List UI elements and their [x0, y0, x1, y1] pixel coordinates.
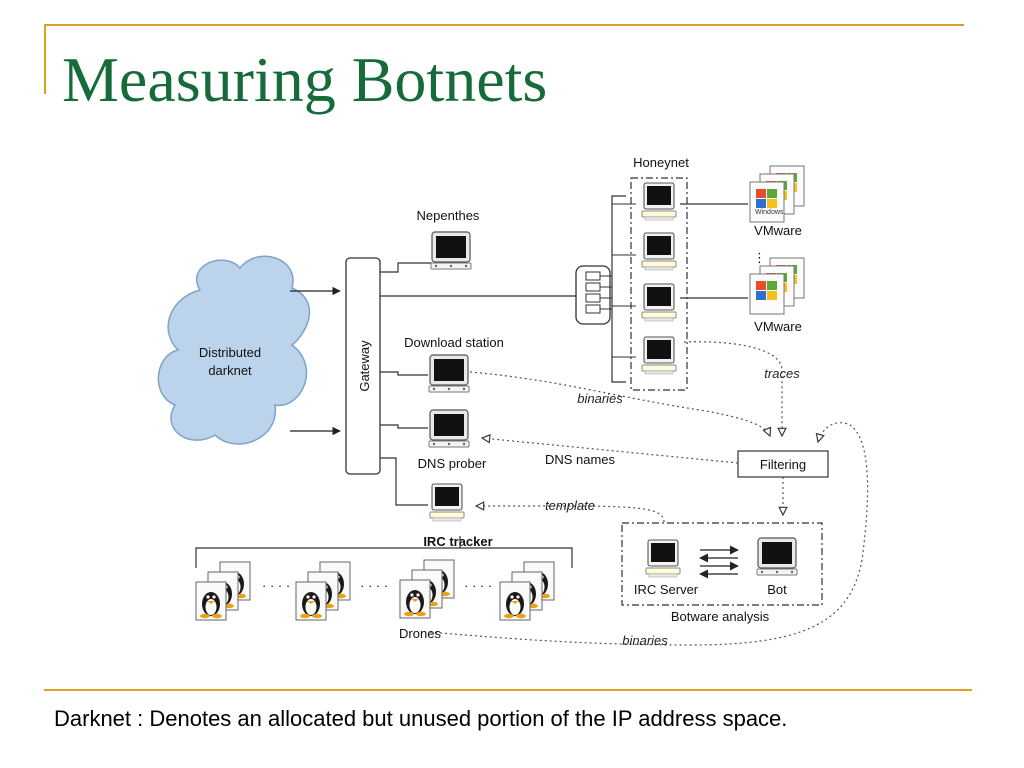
honeynet-boundary [630, 177, 688, 391]
irc-server-label: IRC Server [634, 582, 699, 597]
download-station-computer-icon [428, 354, 470, 393]
drones-bracket [195, 547, 573, 568]
drone-icon [195, 581, 227, 621]
cloud-label-line1: Distributed [199, 345, 261, 360]
botware-analysis-boundary [621, 522, 823, 606]
filtering-box [737, 450, 829, 478]
gateway-label: Gateway [357, 340, 372, 392]
honeynet-host-icon [641, 283, 677, 322]
binaries-feedback-flow [429, 422, 869, 646]
cloud-label-line2: darknet [208, 363, 252, 378]
drones-ellipsis: · · · · [464, 578, 492, 593]
binaries-flow-top [469, 371, 770, 436]
dns-names-label: DNS names [545, 452, 616, 467]
irc-tracker-label: IRC tracker [423, 534, 492, 549]
switch-port-2 [585, 282, 601, 292]
irc-tracker-computer-icon [429, 483, 465, 522]
drone-icon [295, 581, 327, 621]
download-station-label: Download station [404, 335, 504, 350]
binaries-top-label: binaries [577, 391, 623, 406]
gateway-box [345, 257, 381, 475]
bot-label: Bot [767, 582, 787, 597]
switch-port-1 [585, 271, 601, 281]
drones-ellipsis: · · · · [360, 578, 388, 593]
switch-fanout-bracket [611, 195, 626, 383]
gateway-to-download-line [380, 371, 428, 376]
windows-vm-icon [749, 273, 785, 315]
switch-port-4 [585, 304, 601, 314]
botnet-measurement-diagram: Distributed darknet Gateway Nepenthes Do… [157, 155, 869, 648]
vmware-bottom-label: VMware [754, 319, 802, 334]
filtering-label: Filtering [760, 457, 806, 472]
top-accent-rule [44, 24, 964, 26]
darknet-cloud-shape [157, 255, 311, 445]
gateway-to-nepenthes-line [380, 262, 432, 273]
bot-computer-icon [756, 537, 798, 576]
dns-prober-computer-icon [428, 409, 470, 448]
footer-accent-rule [44, 689, 972, 691]
drones-label: Drones [399, 626, 441, 641]
windows-tag: Windows [755, 209, 784, 216]
drone-icon [399, 579, 431, 619]
drones-ellipsis: · · · · [262, 578, 290, 593]
gateway-to-dnsprober-line [380, 424, 428, 429]
honeynet-host-icon [641, 182, 677, 221]
windows-vm-icon [749, 181, 785, 223]
vmware-top-label: VMware [754, 223, 802, 238]
irc-server-computer-icon [645, 539, 681, 578]
vmware-ellipsis: ⋮ [753, 250, 766, 265]
honeynet-label: Honeynet [633, 155, 689, 170]
left-accent-bar [44, 24, 46, 94]
honeynet-host-icon [641, 336, 677, 375]
page-title: Measuring Botnets [62, 44, 548, 115]
binaries-bottom-label: binaries [622, 633, 668, 648]
traces-flow [683, 341, 782, 436]
darknet-footnote: Darknet : Denotes an allocated but unuse… [54, 706, 788, 731]
botware-analysis-label: Botware analysis [671, 609, 770, 624]
gateway-to-irctracker-line [380, 457, 428, 506]
dns-prober-label: DNS prober [418, 456, 487, 471]
template-label: template [545, 498, 595, 513]
nepenthes-computer-icon [430, 231, 472, 270]
switch-port-3 [585, 293, 601, 303]
traces-label: traces [764, 366, 800, 381]
honeynet-host-icon [641, 232, 677, 271]
drone-icon [499, 581, 531, 621]
nepenthes-label: Nepenthes [417, 208, 480, 223]
